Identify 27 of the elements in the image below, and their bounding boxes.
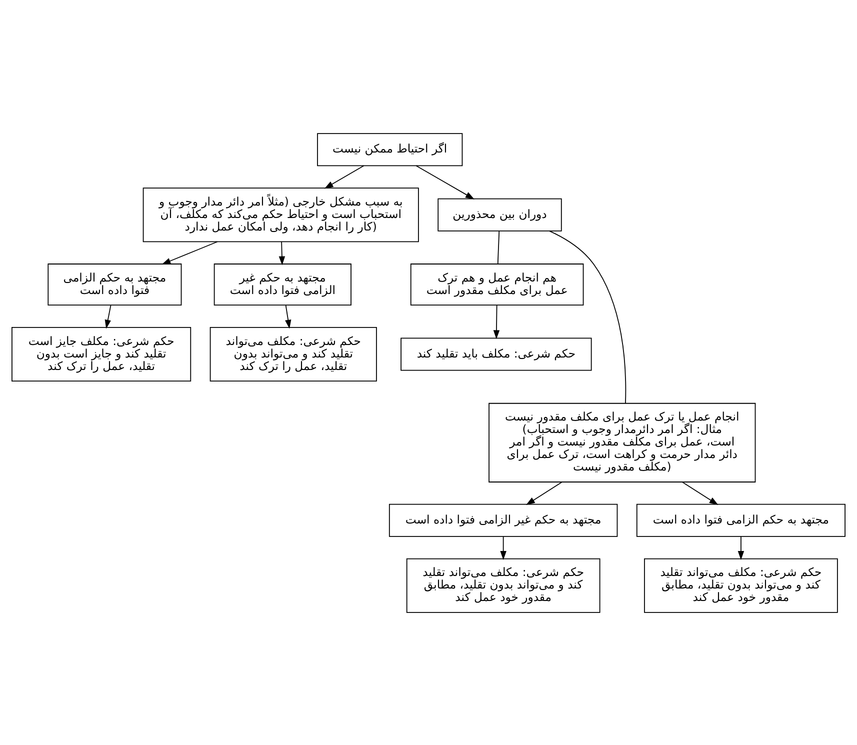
node-box: مجتهد به حکم الزامی فتوا داده است	[636, 503, 846, 536]
arrow	[285, 304, 292, 328]
arrow	[738, 536, 744, 560]
connector	[497, 230, 500, 264]
arrow	[500, 536, 506, 560]
node-box: مجتهد به حکم غیر الزامی فتوا داده است	[214, 263, 352, 306]
node-box: مجتهد به حکم الزامی فتوا داده است	[48, 263, 182, 306]
node-box: دوران بین محذورین	[438, 198, 562, 231]
arrow	[104, 304, 112, 328]
node-box: انجام عمل یا ترک عمل برای مکلف مقدور نیست (مثال: اگر امر دائرمدار وجوب و استحباب است، عمل برای مکلف مقدور نیست و اگر امر دائر مدار حرمت و کراهت است، ترک عمل برای مکلف مقدور نیست)	[488, 402, 756, 482]
arrow	[162, 240, 218, 264]
node-box: حکم شرعی: مکلف می‌تواند تقلید کند و می‌تواند بدون تقلید، مطابق مقدور خود عمل کند	[644, 558, 838, 612]
node-box: حکم شرعی: مکلف می‌تواند تقلید کند و می‌تواند بدون تقلید، عمل را ترک کند	[210, 326, 377, 381]
node-box: اگر احتیاط ممکن نیست	[317, 132, 463, 166]
node-box: حکم شرعی: مکلف باید تقلید کند	[400, 337, 592, 370]
node-box: حکم شرعی: مکلف جایز است تقلید کند و جایز است بدون تقلید، عمل را ترک کند	[12, 326, 192, 381]
connector	[549, 230, 626, 404]
arrow	[682, 481, 718, 505]
node-box: هم انجام عمل و هم ترک عمل برای مکلف مقدور است	[410, 263, 584, 306]
node-box: مجتهد به حکم غیر الزامی فتوا داده است	[388, 503, 618, 536]
node-box: به سبب مشکل خارجی (مثلاً امر دائر مدار وجوب و استحباب است و احتیاط حکم می‌کند که مکلف، آن کار را انجام دهد، ولی امکان عمل ندارد)	[142, 187, 419, 242]
arrow	[324, 164, 364, 188]
arrow	[493, 304, 500, 339]
arrow	[416, 164, 474, 199]
node-box: حکم شرعی: مکلف می‌تواند تقلید کند و می‌تواند بدون تقلید، مطابق مقدور خود عمل کند	[406, 558, 600, 612]
arrow	[278, 240, 286, 265]
arrow	[526, 481, 562, 505]
